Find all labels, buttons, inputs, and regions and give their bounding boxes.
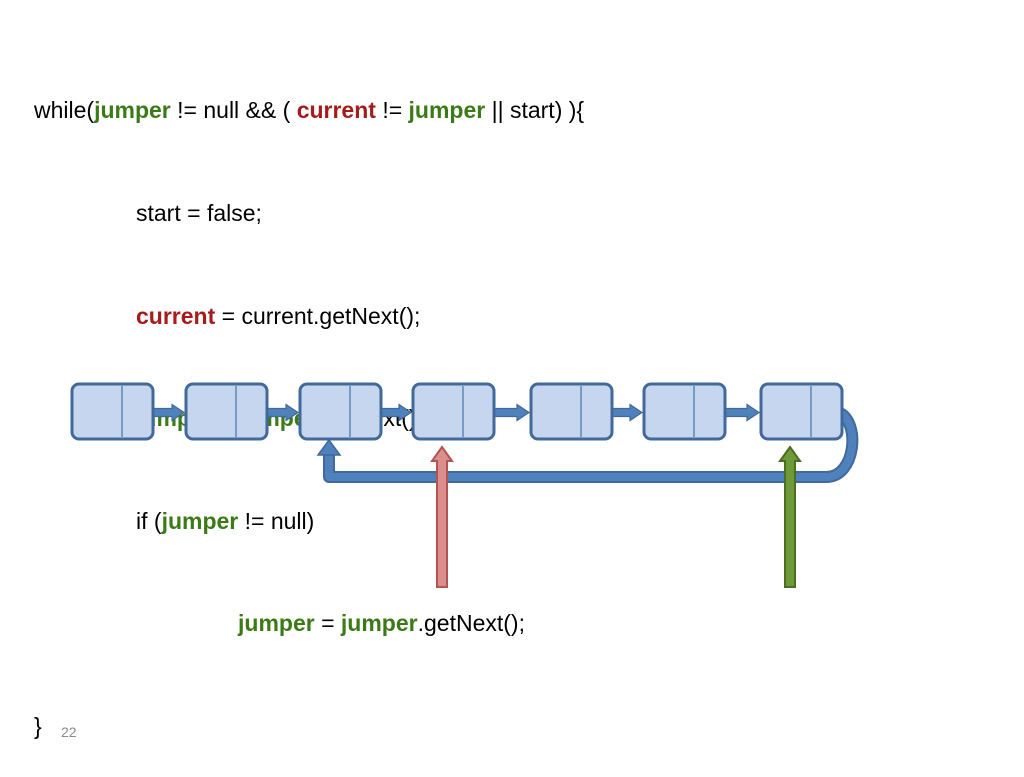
jumper-keyword: jumper <box>238 610 315 637</box>
current-pointer-arrow <box>430 445 454 588</box>
jumper-pointer-arrow <box>778 445 802 588</box>
code-text: != <box>375 97 409 124</box>
node-box <box>184 382 269 441</box>
node-box <box>411 382 496 441</box>
link-arrow <box>264 403 300 422</box>
cycle-arrow-shaft <box>325 409 857 481</box>
page-number: 22 <box>61 724 77 740</box>
current-keyword: current <box>296 97 376 124</box>
link-arrow <box>150 403 186 422</box>
code-text: if ( <box>136 507 162 534</box>
list-node <box>759 382 844 441</box>
cycle-back-arrow <box>316 407 859 483</box>
cycle-arrow-head <box>316 438 342 456</box>
code-line-while: while(jumper != null && ( current != jum… <box>34 93 584 127</box>
list-node <box>411 382 496 441</box>
code-text: || start) ){ <box>485 97 585 124</box>
code-text: .getNext(); <box>417 610 525 637</box>
node-box <box>529 382 614 441</box>
link-arrow <box>609 403 644 422</box>
link-arrow <box>722 403 761 422</box>
list-node <box>298 382 383 441</box>
code-text: = <box>314 610 341 637</box>
node-box <box>759 382 844 441</box>
code-text: } <box>34 712 42 739</box>
jumper-keyword: jumper <box>408 97 486 124</box>
list-nodes <box>70 382 844 441</box>
pointer-arrows <box>430 445 802 588</box>
code-text: != null) <box>238 507 315 534</box>
code-text: = current.getNext(); <box>215 302 421 329</box>
jumper-keyword: jumper <box>340 610 418 637</box>
code-line-close-brace: } <box>34 709 584 743</box>
link-arrow <box>378 403 413 422</box>
list-node <box>70 382 155 441</box>
current-keyword: current <box>136 302 216 329</box>
link-arrow <box>491 403 531 422</box>
code-line-start-false: start = false; <box>34 196 584 230</box>
code-line-if-jumper: if (jumper != null) <box>34 504 584 538</box>
list-node <box>184 382 269 441</box>
list-node <box>529 382 614 441</box>
node-box <box>642 382 727 441</box>
code-line-jumper-advance-again: jumper = jumper.getNext(); <box>34 606 584 640</box>
code-line-current-advance: current = current.getNext(); <box>34 299 584 333</box>
node-box <box>70 382 155 441</box>
list-node <box>642 382 727 441</box>
code-text: while( <box>34 97 95 124</box>
code-text: != null && ( <box>170 97 297 124</box>
code-text: start = false; <box>136 200 262 226</box>
jumper-keyword: jumper <box>94 97 171 124</box>
jumper-keyword: jumper <box>161 507 239 534</box>
node-box <box>298 382 383 441</box>
